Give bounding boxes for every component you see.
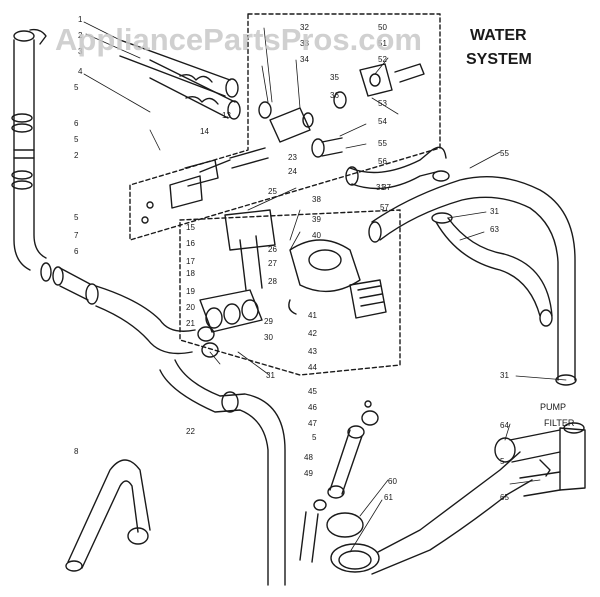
callout-5-c: 5 xyxy=(74,213,79,222)
callout-37: 37 xyxy=(382,183,391,192)
callout-16: 16 xyxy=(186,239,195,248)
callout-55-a: 55 xyxy=(378,139,387,148)
callout-51: 51 xyxy=(378,39,387,48)
callout-26: 26 xyxy=(268,245,277,254)
callout-40: 40 xyxy=(312,231,321,240)
callout-52: 52 xyxy=(378,55,387,64)
callout-46: 46 xyxy=(308,403,317,412)
callout-2-lower: 2 xyxy=(74,151,79,160)
callout-41: 41 xyxy=(308,311,317,320)
hose-main-lower xyxy=(95,285,196,355)
callout-27: 27 xyxy=(268,259,277,268)
component-labels: PUMP FILTER xyxy=(540,402,575,428)
valve-body-upper xyxy=(258,63,425,143)
callout-45: 45 xyxy=(308,387,317,396)
filter-label: FILTER xyxy=(544,418,575,428)
solenoid-bracket xyxy=(141,159,219,224)
callout-24: 24 xyxy=(288,167,297,176)
watermark: AppliancePartsPros.com xyxy=(55,22,422,57)
hose-coupling-left xyxy=(40,262,99,305)
callout-4: 4 xyxy=(78,67,83,76)
title-line-2: SYSTEM xyxy=(466,51,532,68)
callout-32: 32 xyxy=(300,23,309,32)
callout-61: 61 xyxy=(384,493,393,502)
callout-43: 43 xyxy=(308,347,317,356)
callout-49: 49 xyxy=(304,469,313,478)
pump-motor-38-43 xyxy=(288,239,387,319)
callout-3: 3 xyxy=(78,47,83,56)
callout-39: 39 xyxy=(312,215,321,224)
leader-lines xyxy=(83,21,567,553)
callout-42: 42 xyxy=(308,329,317,338)
callout-35: 35 xyxy=(330,73,339,82)
callout-6-b: 6 xyxy=(74,247,79,256)
hose-22 xyxy=(159,359,286,586)
callout-63: 63 xyxy=(490,225,499,234)
callout-53: 53 xyxy=(378,99,387,108)
callout-30: 30 xyxy=(264,333,273,342)
callout-31-c: 31 xyxy=(490,207,499,216)
valve-block-25-30 xyxy=(197,209,276,358)
callout-31-a: 31 xyxy=(266,371,275,380)
callout-57: 57 xyxy=(380,203,389,212)
callout-29: 29 xyxy=(264,317,273,326)
callout-19: 19 xyxy=(186,287,195,296)
callout-54: 54 xyxy=(378,117,387,126)
callout-21: 21 xyxy=(186,319,195,328)
callout-17: 17 xyxy=(186,257,195,266)
callout-5-b: 5 xyxy=(74,135,79,144)
callout-50: 50 xyxy=(378,23,387,32)
pump-64-65 xyxy=(494,422,586,497)
callout-48: 48 xyxy=(304,453,313,462)
callout-5-e: 5 xyxy=(312,433,317,442)
part-callouts: 1 2 3 4 5 6 5 2 5 7 6 8 13 14 15 16 17 1… xyxy=(74,15,509,502)
callout-38: 38 xyxy=(312,195,321,204)
hose-8 xyxy=(65,459,151,572)
callout-8: 8 xyxy=(74,447,79,456)
callout-31-d: 31 xyxy=(500,371,509,380)
inlet-tube-assembly xyxy=(119,39,241,120)
diagram-title: WATER SYSTEM xyxy=(466,27,532,68)
callout-33: 33 xyxy=(300,39,309,48)
callout-1: 1 xyxy=(78,15,83,24)
callout-34: 34 xyxy=(300,55,309,64)
callout-55-b: 55 xyxy=(500,149,509,158)
filter-housing-60-61 xyxy=(326,451,533,575)
callout-14: 14 xyxy=(200,127,209,136)
callout-23: 23 xyxy=(288,153,297,162)
callout-60: 60 xyxy=(388,477,397,486)
callout-65: 65 xyxy=(500,493,509,502)
callout-36: 36 xyxy=(330,91,339,100)
hose-57-63 xyxy=(368,176,577,386)
hose-left-vertical xyxy=(11,30,47,271)
callout-5-d: 5 xyxy=(500,457,505,466)
pump-label: PUMP xyxy=(540,402,566,412)
callout-7: 7 xyxy=(74,231,79,240)
hose-63-loop xyxy=(431,212,553,327)
callout-64: 64 xyxy=(500,421,509,430)
callout-5-a: 5 xyxy=(74,83,79,92)
callout-2-upper: 2 xyxy=(78,31,83,40)
sub-assembly-box-middle xyxy=(179,209,401,376)
callout-6-a: 6 xyxy=(74,119,79,128)
callout-18: 18 xyxy=(186,269,195,278)
callout-47: 47 xyxy=(308,419,317,428)
callout-22: 22 xyxy=(186,427,195,436)
sub-assembly-box-upper xyxy=(129,13,441,241)
callout-13: 13 xyxy=(222,111,231,120)
hose-54-55-56 xyxy=(345,146,450,190)
title-line-1: WATER xyxy=(470,27,527,44)
callout-28: 28 xyxy=(268,277,277,286)
hose-end-cap xyxy=(29,28,47,45)
callout-15: 15 xyxy=(186,223,195,232)
callout-44: 44 xyxy=(308,363,317,372)
callout-56: 56 xyxy=(378,157,387,166)
callout-25: 25 xyxy=(268,187,277,196)
callout-31-b: 31 xyxy=(376,183,385,192)
callout-20: 20 xyxy=(186,303,195,312)
hose-45-49 xyxy=(299,400,379,563)
coupling-23-24 xyxy=(199,137,343,173)
